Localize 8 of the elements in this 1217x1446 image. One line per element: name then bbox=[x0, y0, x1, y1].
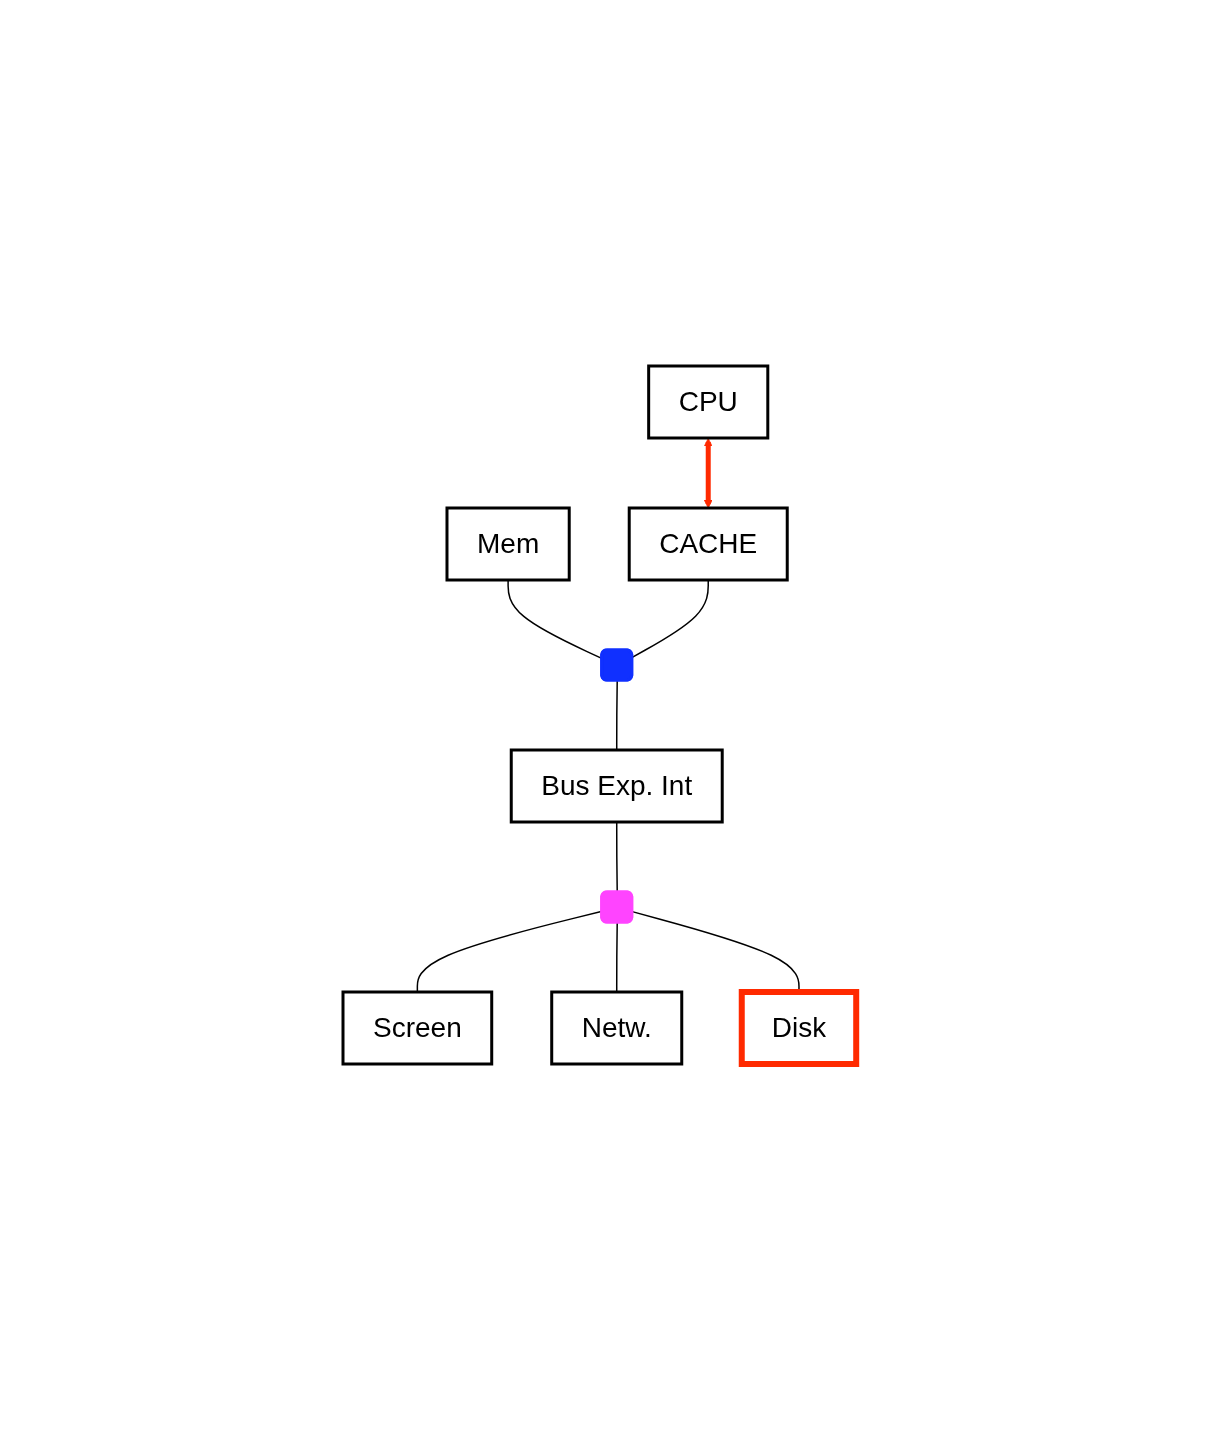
node-box: Mem bbox=[445, 506, 572, 582]
node-box: CACHE bbox=[628, 506, 790, 582]
node-box: Bus Exp. Int bbox=[510, 748, 725, 824]
node-box: CPU bbox=[647, 364, 770, 440]
node-box: Disk bbox=[739, 989, 860, 1067]
node-box: Netw. bbox=[550, 990, 684, 1066]
node-box: Screen bbox=[341, 990, 494, 1066]
arrow bbox=[704, 438, 713, 509]
